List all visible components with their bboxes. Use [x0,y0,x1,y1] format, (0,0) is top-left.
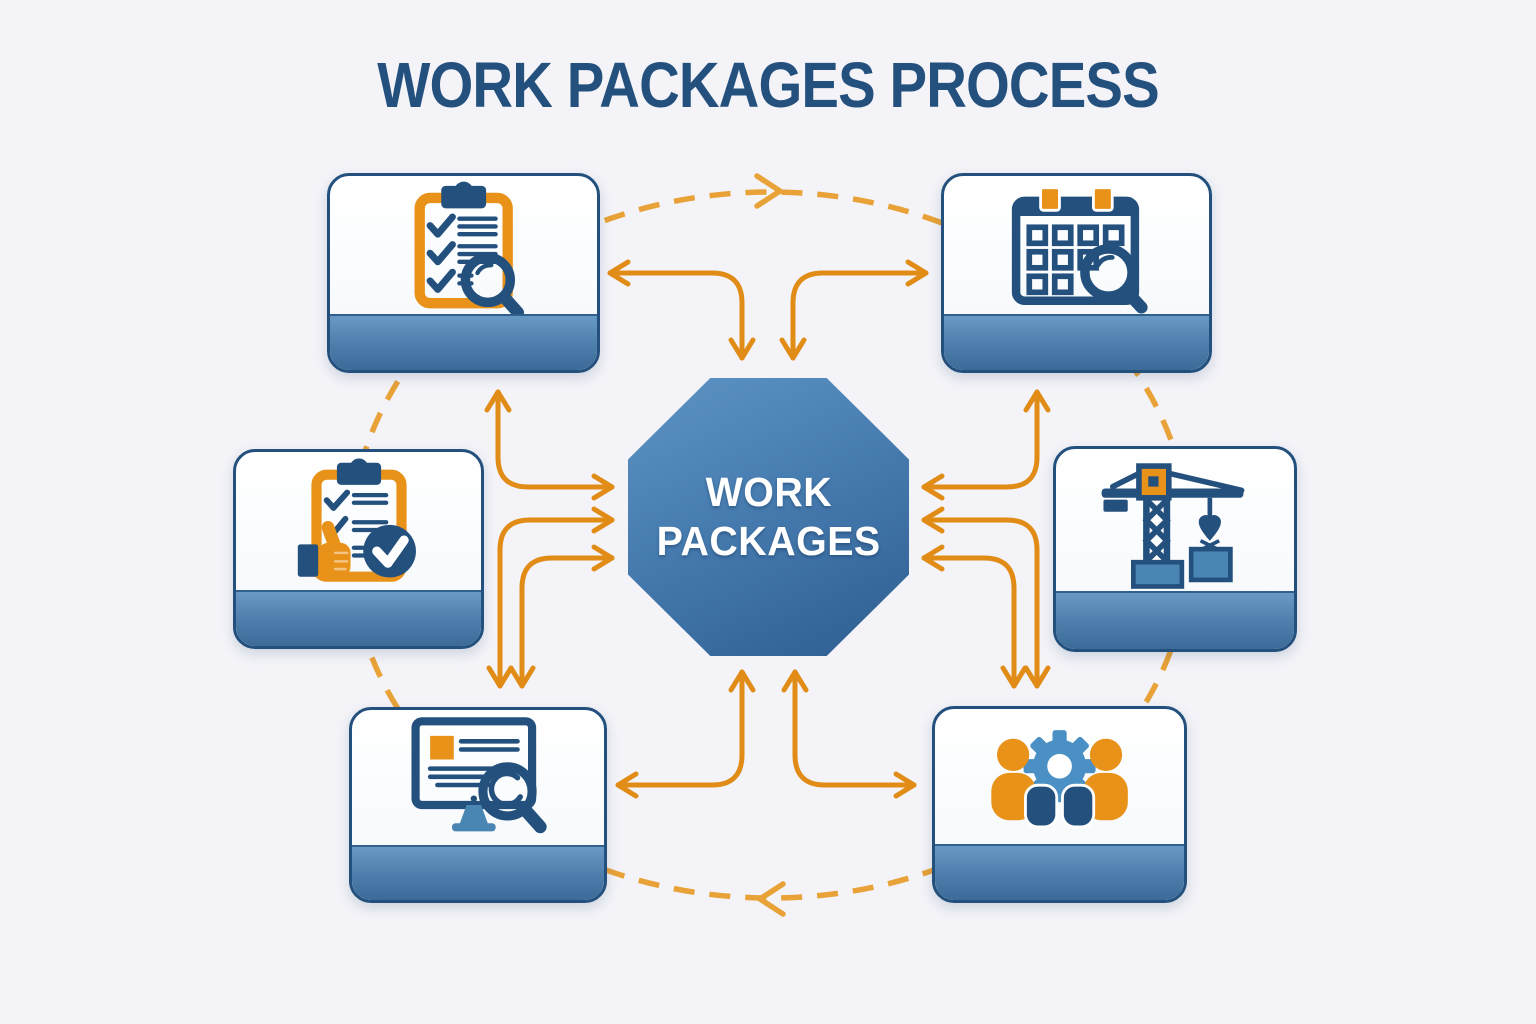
dashed-cycle-top-arrowhead-icon [754,173,783,209]
arrow-topleft-center [484,389,615,501]
center-octagon-work-packages: WORK PACKAGES [628,378,909,656]
octagon-label-line2: PACKAGES [656,518,881,564]
arrow-center-bottomright-1 [921,506,1051,689]
dashed-cycle-bottom-arrowhead-icon [757,881,786,917]
node-card-middle-left [233,449,484,649]
arrow-bottomleft-center-bottom [615,669,756,799]
node-card-bottom-left [349,707,607,903]
node-card-middle-right [1053,446,1297,652]
node-card-top-left [327,173,600,373]
node-card-top-right [941,173,1212,373]
card-footer-strip [330,314,597,370]
arrow-topright-center-top [779,259,929,361]
arrow-center-bottomleft-1 [486,506,615,689]
arrow-center-bottomright-2 [921,544,1028,689]
card-footer-strip [935,844,1184,900]
clipboard-checklist-magnifier-icon [414,181,524,317]
arrow-topright-center [921,389,1051,501]
team-gear-icon [991,730,1128,829]
page-title: WORK PACKAGES PROCESS [377,49,1159,121]
monitor-review-magnifier-icon [411,717,547,834]
card-footer-strip [1056,591,1294,649]
arrow-topleft-center-top [607,259,756,361]
arrow-bottomright-center-bottom [781,669,917,799]
card-footer-strip [944,314,1209,370]
card-footer-strip [352,845,604,900]
tower-crane-icon [1101,463,1245,589]
card-footer-strip [236,590,481,646]
arrow-center-bottomleft-2 [508,544,615,689]
octagon-label-line1: WORK [705,468,832,515]
calendar-magnifier-icon [1011,186,1148,314]
clipboard-approved-thumbs-up-icon [297,458,416,582]
node-card-bottom-right [932,706,1187,903]
